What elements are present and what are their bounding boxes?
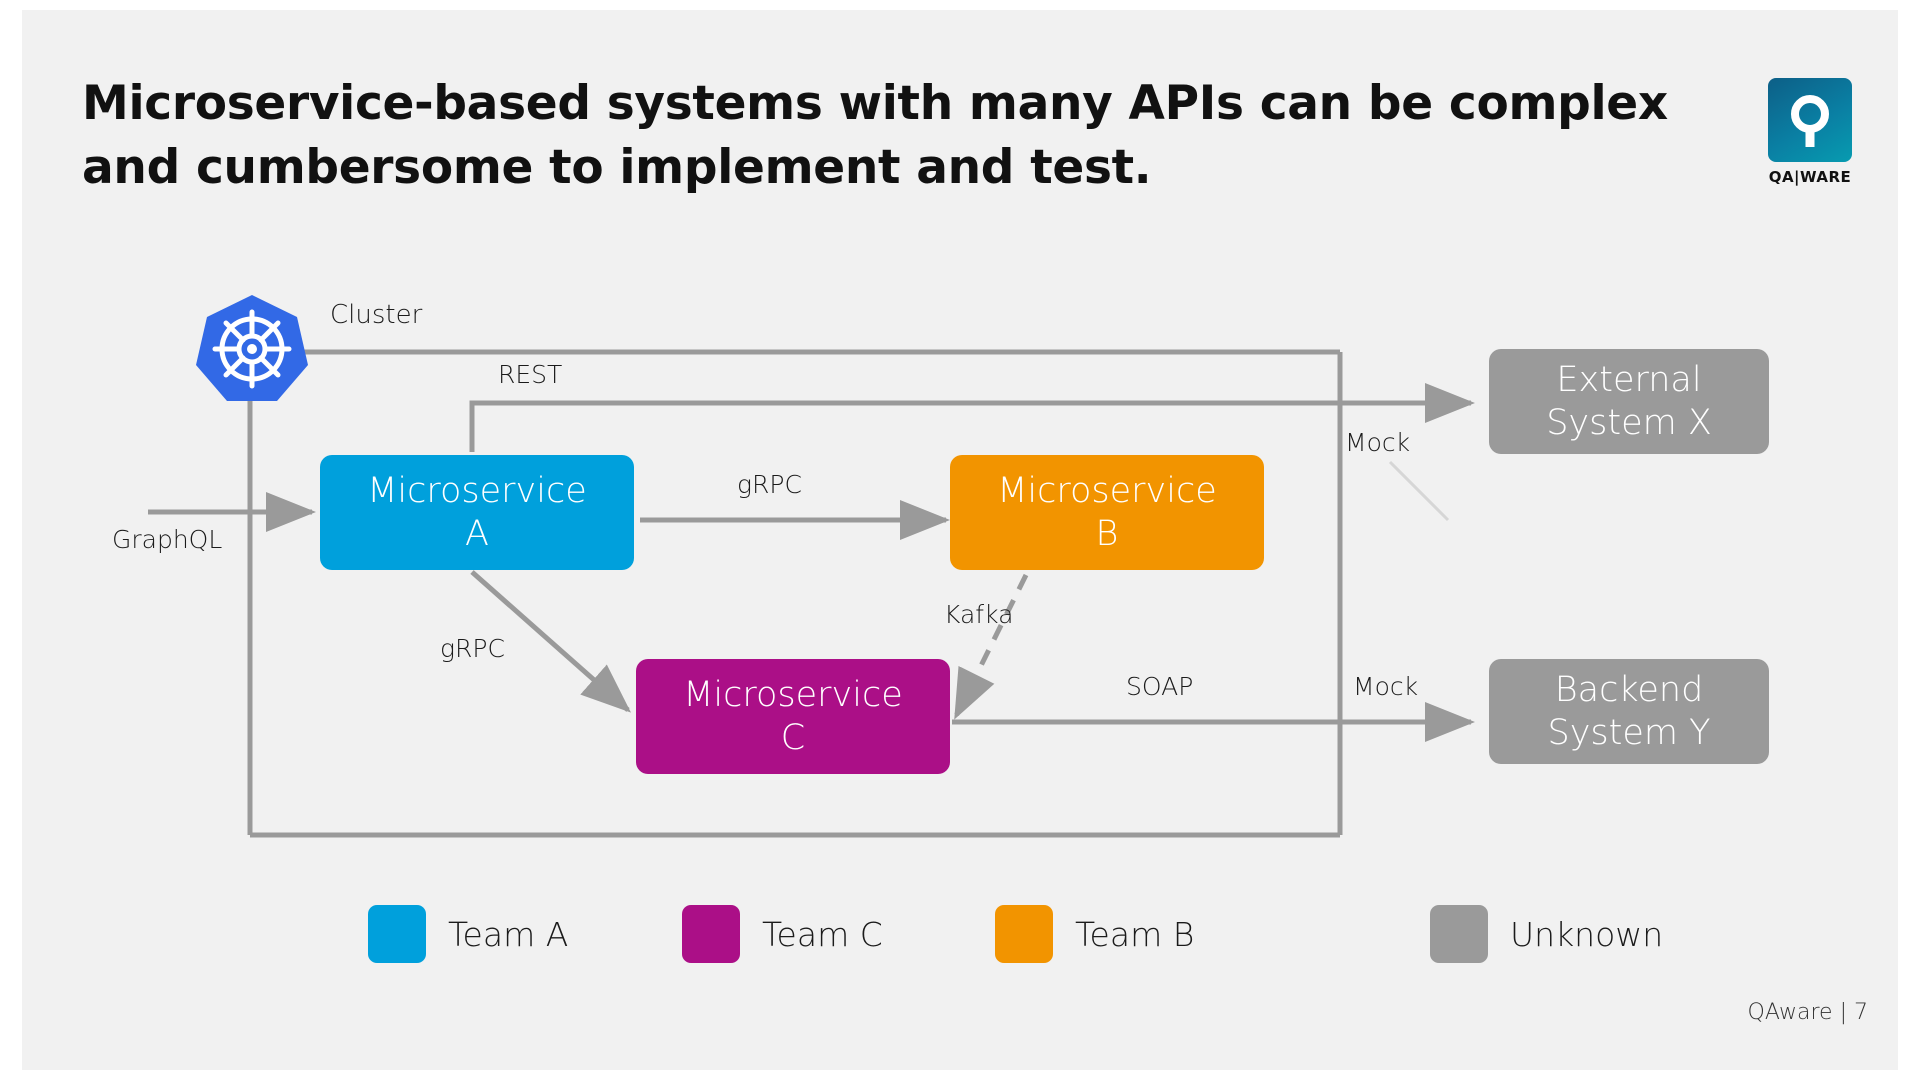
legend-swatch-team-c — [682, 905, 740, 963]
edge-kafka — [953, 573, 1029, 720]
edge-label-rest: REST — [498, 360, 563, 389]
logo-wordmark: QA|WARE — [1768, 168, 1852, 186]
edge-grpc-a-c — [470, 570, 631, 713]
legend-label-team-a: Team A — [448, 914, 569, 954]
slide-footer: QAware | 7 — [1747, 1000, 1868, 1025]
annotation-mock-external-x: Mock — [1345, 428, 1411, 457]
legend-item-team-b: Team B — [995, 905, 1194, 963]
edge-rest — [469, 383, 1476, 452]
page-title: Microservice-based systems with many API… — [82, 76, 1668, 195]
legend-swatch-unknown — [1430, 905, 1488, 963]
legend-swatch-team-b — [995, 905, 1053, 963]
cluster-label: Cluster — [330, 300, 423, 330]
edge-label-grpc-a-b: gRPC — [737, 470, 802, 499]
node-microservice-c[interactable]: Microservice C — [636, 659, 950, 774]
legend-label-unknown: Unknown — [1510, 914, 1664, 954]
node-backend-system-y[interactable]: Backend System Y — [1489, 659, 1769, 764]
edge-label-soap: SOAP — [1126, 672, 1194, 701]
legend-item-team-c: Team C — [682, 905, 883, 963]
qaware-logo: QA|WARE — [1762, 78, 1858, 186]
legend-swatch-team-a — [368, 905, 426, 963]
kubernetes-icon — [196, 295, 308, 401]
edge-label-graphql: GraphQL — [112, 525, 223, 554]
edge-label-grpc-a-c: gRPC — [440, 634, 505, 663]
logo-q-ring-icon — [1791, 95, 1829, 133]
cluster-boundary — [247, 349, 1343, 838]
legend-item-unknown: Unknown — [1430, 905, 1663, 963]
legend-label-team-c: Team C — [762, 914, 883, 954]
legend-item-team-a: Team A — [368, 905, 568, 963]
mock-leader-line — [1388, 460, 1450, 522]
edge-label-kafka: Kafka — [944, 600, 1014, 629]
node-microservice-a[interactable]: Microservice A — [320, 455, 634, 570]
annotation-mock-backend-y: Mock — [1353, 672, 1419, 701]
legend-label-team-b: Team B — [1075, 914, 1195, 954]
node-microservice-b[interactable]: Microservice B — [950, 455, 1264, 570]
node-external-system-x[interactable]: External System X — [1489, 349, 1769, 454]
qaware-logo-tile-icon — [1768, 78, 1852, 162]
logo-q-stem-icon — [1805, 130, 1815, 147]
legend: Team A Team C Team B Unknown — [0, 905, 1920, 975]
